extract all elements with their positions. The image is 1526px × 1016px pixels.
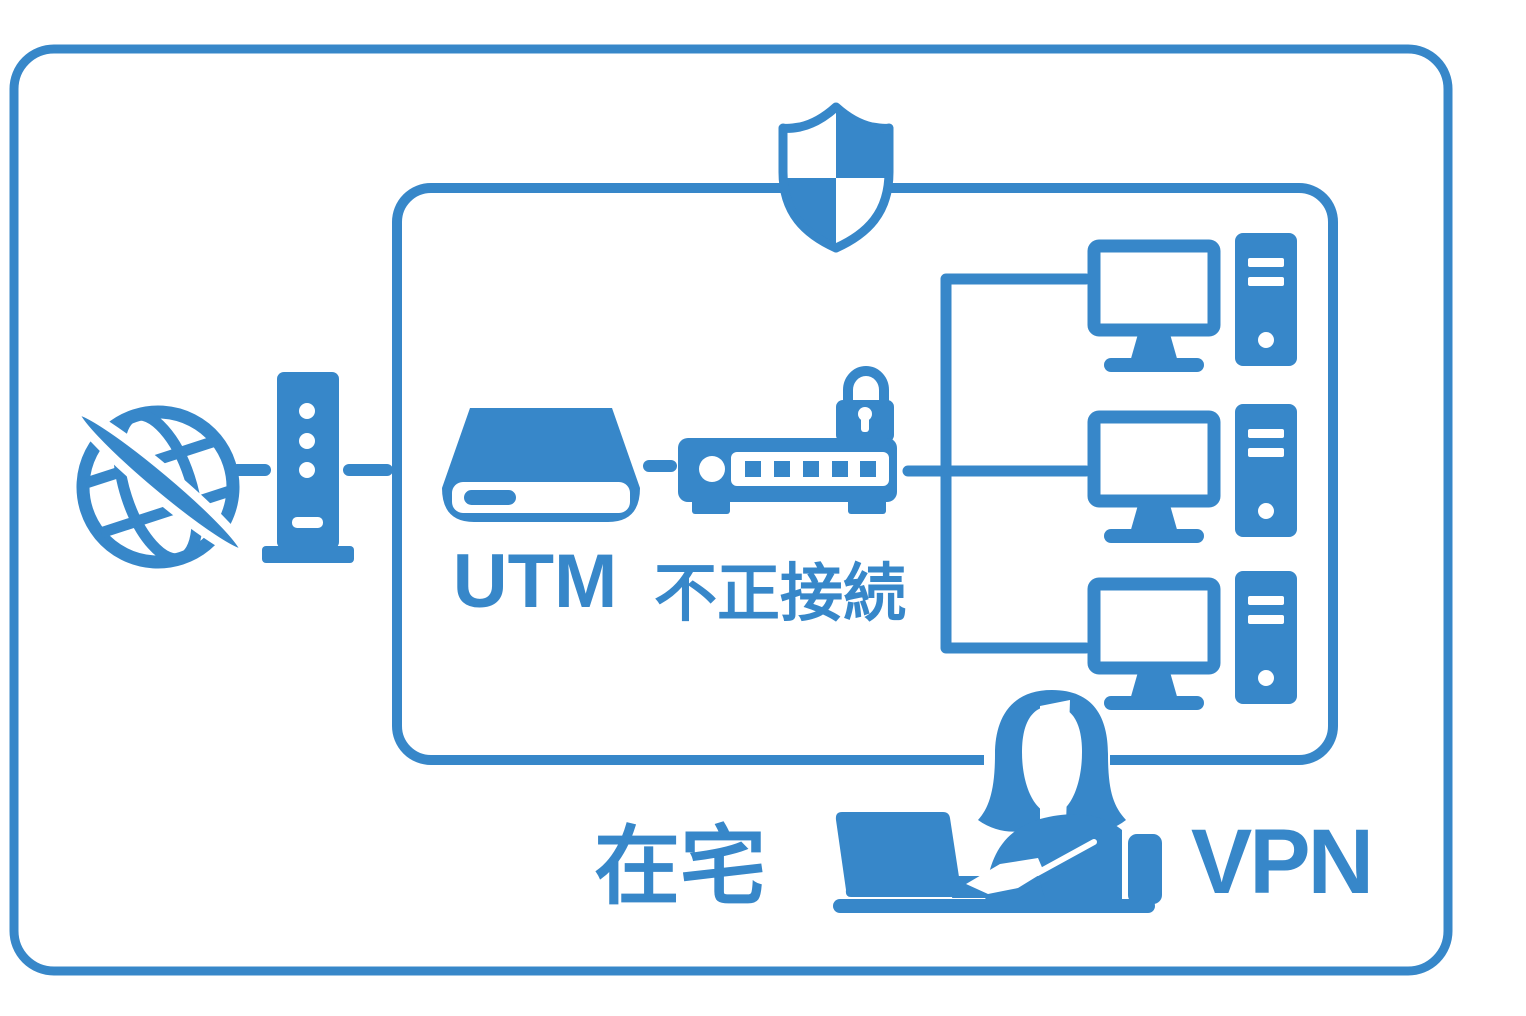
unauthorized-access-label: 不正接続 — [654, 559, 906, 629]
desktop-computer-icon-3 — [1094, 571, 1297, 710]
laptop-icon — [835, 812, 962, 897]
remote-worker-icon — [833, 690, 1162, 913]
chair — [1128, 834, 1162, 904]
hand — [966, 858, 1044, 894]
modem-tower-icon — [262, 372, 354, 563]
vpn-label: VPN — [1191, 811, 1371, 913]
security-shield-icon — [778, 102, 894, 253]
work-from-home-label: 在宅 — [594, 819, 766, 915]
outer-boundary — [9, 44, 1453, 976]
internet-globe-icon — [70, 405, 250, 569]
floor-bar — [833, 899, 1155, 913]
desktop-computer-icon-1 — [1094, 233, 1297, 372]
router-with-padlock-icon — [678, 366, 897, 514]
desktop-computer-icon-2 — [1094, 404, 1297, 543]
utm-appliance-icon — [442, 408, 640, 522]
utm-label: UTM — [453, 539, 618, 624]
padlock-shackle — [843, 366, 889, 409]
globe-swoosh — [70, 406, 250, 558]
face — [1022, 706, 1082, 814]
hair — [978, 690, 1126, 832]
lan-bus — [902, 273, 1092, 654]
